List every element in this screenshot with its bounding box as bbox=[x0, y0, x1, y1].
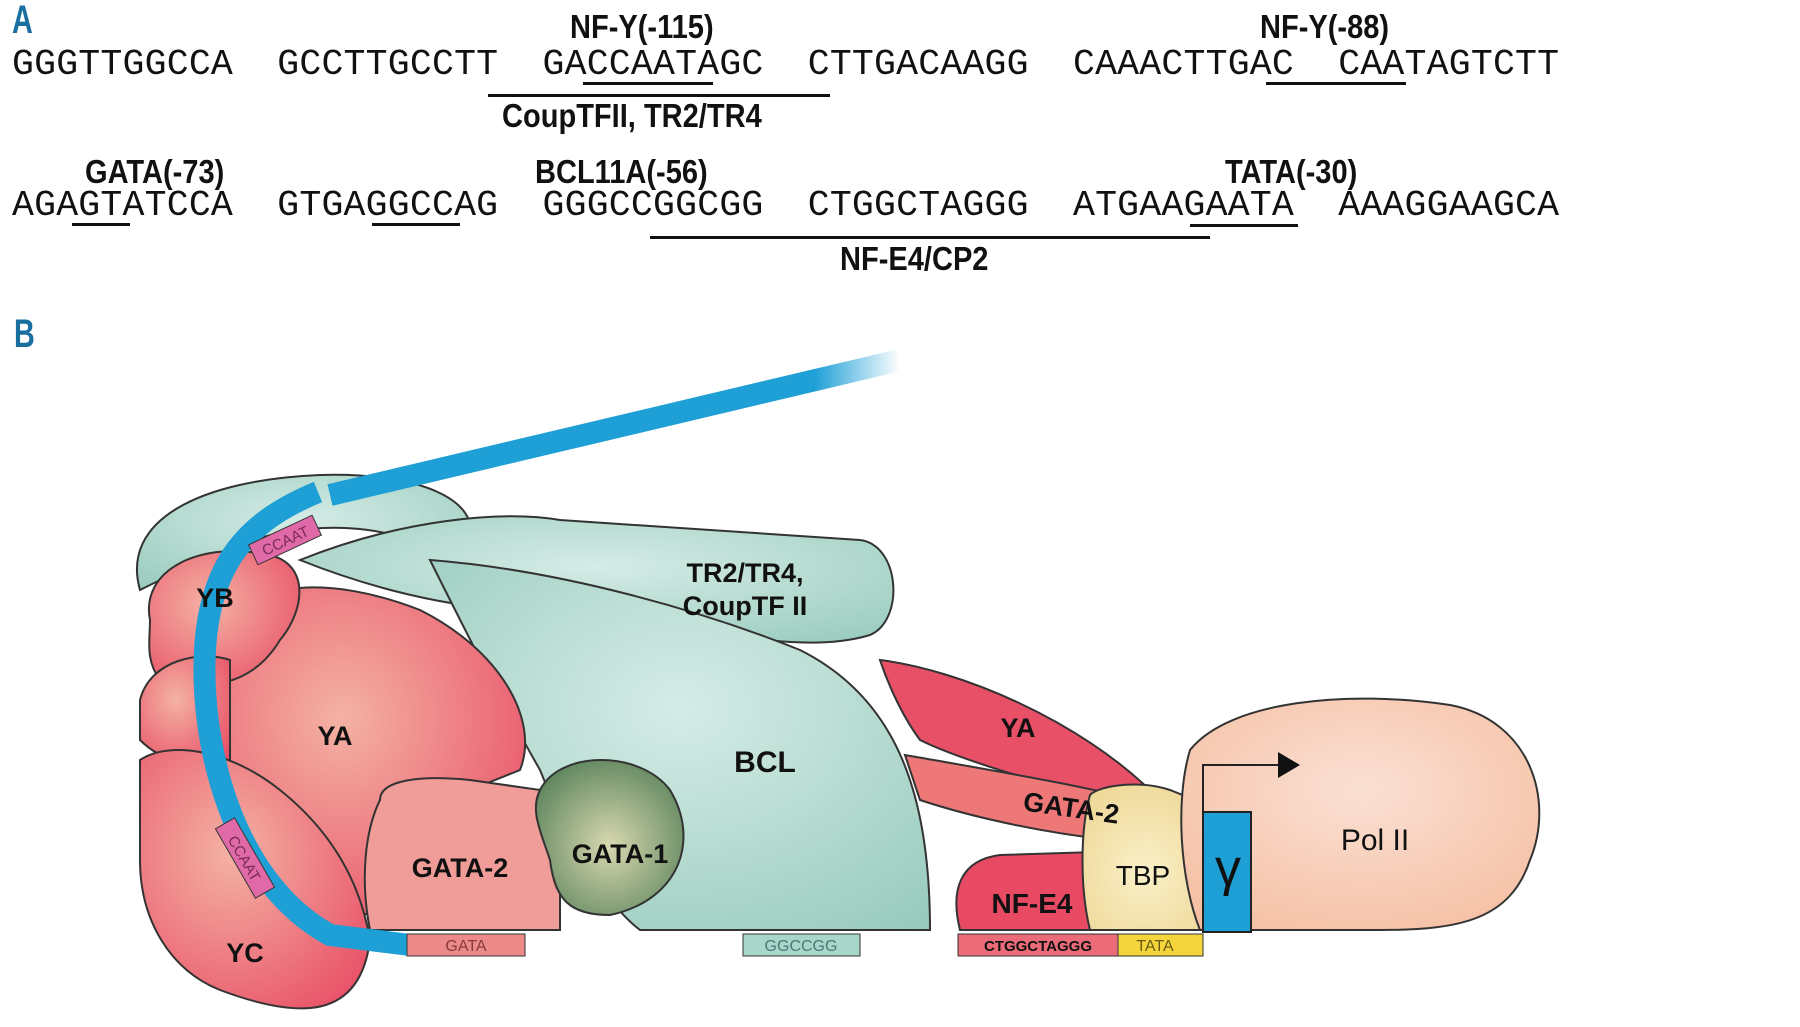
bracket-nfe4-cp2 bbox=[650, 236, 1210, 239]
gamma-gene-box bbox=[1202, 811, 1252, 933]
label-nfy-115: NF-Y(-115) bbox=[570, 8, 714, 45]
label-tr2-tr4: TR2/TR4, bbox=[686, 558, 803, 588]
underline-ccaat-88 bbox=[1266, 82, 1406, 85]
label-couptf2: CoupTF II bbox=[683, 591, 807, 621]
label-yb: YB bbox=[196, 583, 234, 613]
label-gata2-left: GATA-2 bbox=[412, 853, 509, 883]
gata-element-label: GATA bbox=[445, 938, 487, 955]
ggccgg-element-label: GGCCGG bbox=[765, 938, 838, 955]
underline-tata bbox=[1190, 224, 1298, 227]
panel-b-letter: B bbox=[14, 312, 35, 356]
pol2-shape bbox=[1180, 697, 1541, 931]
label-gata-73: GATA(-73) bbox=[85, 153, 225, 190]
label-bcl11a-56: BCL11A(-56) bbox=[535, 153, 708, 190]
label-gata1: GATA-1 bbox=[572, 839, 669, 869]
ccaat-upper-box bbox=[247, 514, 323, 566]
nfe4-shape bbox=[955, 850, 1096, 931]
underline-gata bbox=[72, 223, 130, 226]
label-gamma: γ bbox=[1215, 839, 1241, 897]
label-yc: YC bbox=[226, 938, 264, 968]
sequence-row-2: AGAGTATCCA GTGAGGCCAG GGGCCGGCGG CTGGCTA… bbox=[12, 185, 1560, 226]
label-tbp: TBP bbox=[1116, 860, 1170, 891]
gata-element-box bbox=[406, 933, 526, 957]
arrow-head-icon bbox=[1278, 752, 1300, 778]
ccaat-lower-box bbox=[214, 817, 276, 899]
tata-element-box bbox=[1117, 933, 1204, 957]
dna-strand-upper bbox=[327, 349, 903, 506]
underline-ccaat-115 bbox=[583, 82, 713, 85]
label-ya-left: YA bbox=[317, 721, 352, 751]
sequence-row-1: GGGTTGGCCA GCCTTGCCTT GACCAATAGC CTTGACA… bbox=[12, 44, 1560, 85]
gata1-shape bbox=[534, 759, 685, 917]
panel-a-letter: A bbox=[12, 0, 33, 42]
label-pol2: Pol II bbox=[1341, 824, 1409, 857]
ggccgg-element-box bbox=[742, 933, 861, 957]
label-couptfii-tr2tr4: CoupTFII, TR2/TR4 bbox=[502, 97, 762, 134]
label-nfy-88: NF-Y(-88) bbox=[1260, 8, 1390, 45]
transcription-start-arrow bbox=[1202, 764, 1278, 812]
label-bcl: BCL bbox=[734, 746, 796, 779]
label-nfe4-cp2: NF-E4/CP2 bbox=[840, 240, 989, 277]
underline-ggccgg bbox=[372, 223, 460, 226]
bracket-couptfii bbox=[488, 94, 830, 97]
label-nfe4: NF-E4 bbox=[992, 888, 1073, 919]
tata-element-label: TATA bbox=[1136, 938, 1174, 955]
ctggctaggg-element-label: CTGGCTAGGG bbox=[984, 938, 1092, 955]
label-tata-30: TATA(-30) bbox=[1225, 153, 1358, 190]
label-ya-right: YA bbox=[1000, 713, 1035, 743]
